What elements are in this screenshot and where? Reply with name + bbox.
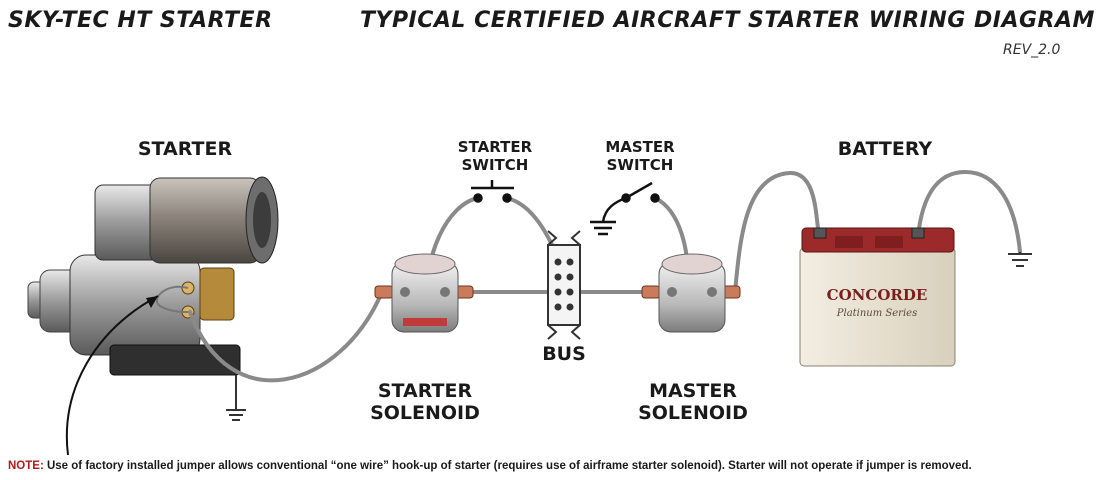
starter-switch-symbol bbox=[471, 180, 514, 203]
battery-brand: CONCORDE bbox=[827, 286, 928, 304]
wiring bbox=[188, 169, 1022, 383]
master-solenoid-label-line1: MASTER bbox=[649, 380, 737, 402]
bus-bar bbox=[547, 230, 581, 340]
battery-label: BATTERY bbox=[837, 138, 933, 160]
battery-series: Platinum Series bbox=[836, 308, 917, 319]
master-switch-label-line1: MASTER bbox=[605, 138, 675, 156]
starter-solenoid-label-line1: STARTER bbox=[377, 380, 473, 402]
starter-switch-label-line1: STARTER bbox=[457, 138, 533, 156]
revision-label: REV_2.0 bbox=[1003, 42, 1061, 58]
starter-switch-label-line2: SWITCH bbox=[461, 156, 529, 174]
starter-solenoid bbox=[374, 253, 474, 333]
bus-label: BUS bbox=[542, 343, 586, 365]
starter-solenoid-label: STARTER SOLENOID bbox=[360, 380, 490, 424]
footnote-text: Use of factory installed jumper allows c… bbox=[43, 460, 972, 472]
master-switch-symbol bbox=[590, 181, 660, 236]
footnote: NOTE: Use of factory installed jumper al… bbox=[8, 460, 972, 472]
footnote-prefix: NOTE: bbox=[8, 460, 44, 472]
master-solenoid bbox=[641, 253, 741, 333]
page-title: TYPICAL CERTIFIED AIRCRAFT STARTER WIRIN… bbox=[360, 8, 1095, 33]
starter-motor bbox=[27, 176, 279, 376]
master-switch-label: MASTER SWITCH bbox=[590, 138, 690, 174]
left-title: SKY-TEC HT STARTER bbox=[8, 8, 273, 33]
jumper-arrow bbox=[65, 295, 159, 456]
starter-solenoid-label-line2: SOLENOID bbox=[370, 402, 480, 424]
master-switch-label-line2: SWITCH bbox=[606, 156, 674, 174]
starter-label: STARTER bbox=[137, 138, 233, 160]
battery-ground-symbol bbox=[1008, 252, 1032, 267]
starter-switch-label: STARTER SWITCH bbox=[445, 138, 545, 174]
master-solenoid-label: MASTER SOLENOID bbox=[628, 380, 758, 424]
battery: CONCORDE Platinum Series bbox=[799, 227, 956, 367]
master-solenoid-label-line2: SOLENOID bbox=[638, 402, 748, 424]
starter-ground-symbol bbox=[226, 375, 246, 421]
